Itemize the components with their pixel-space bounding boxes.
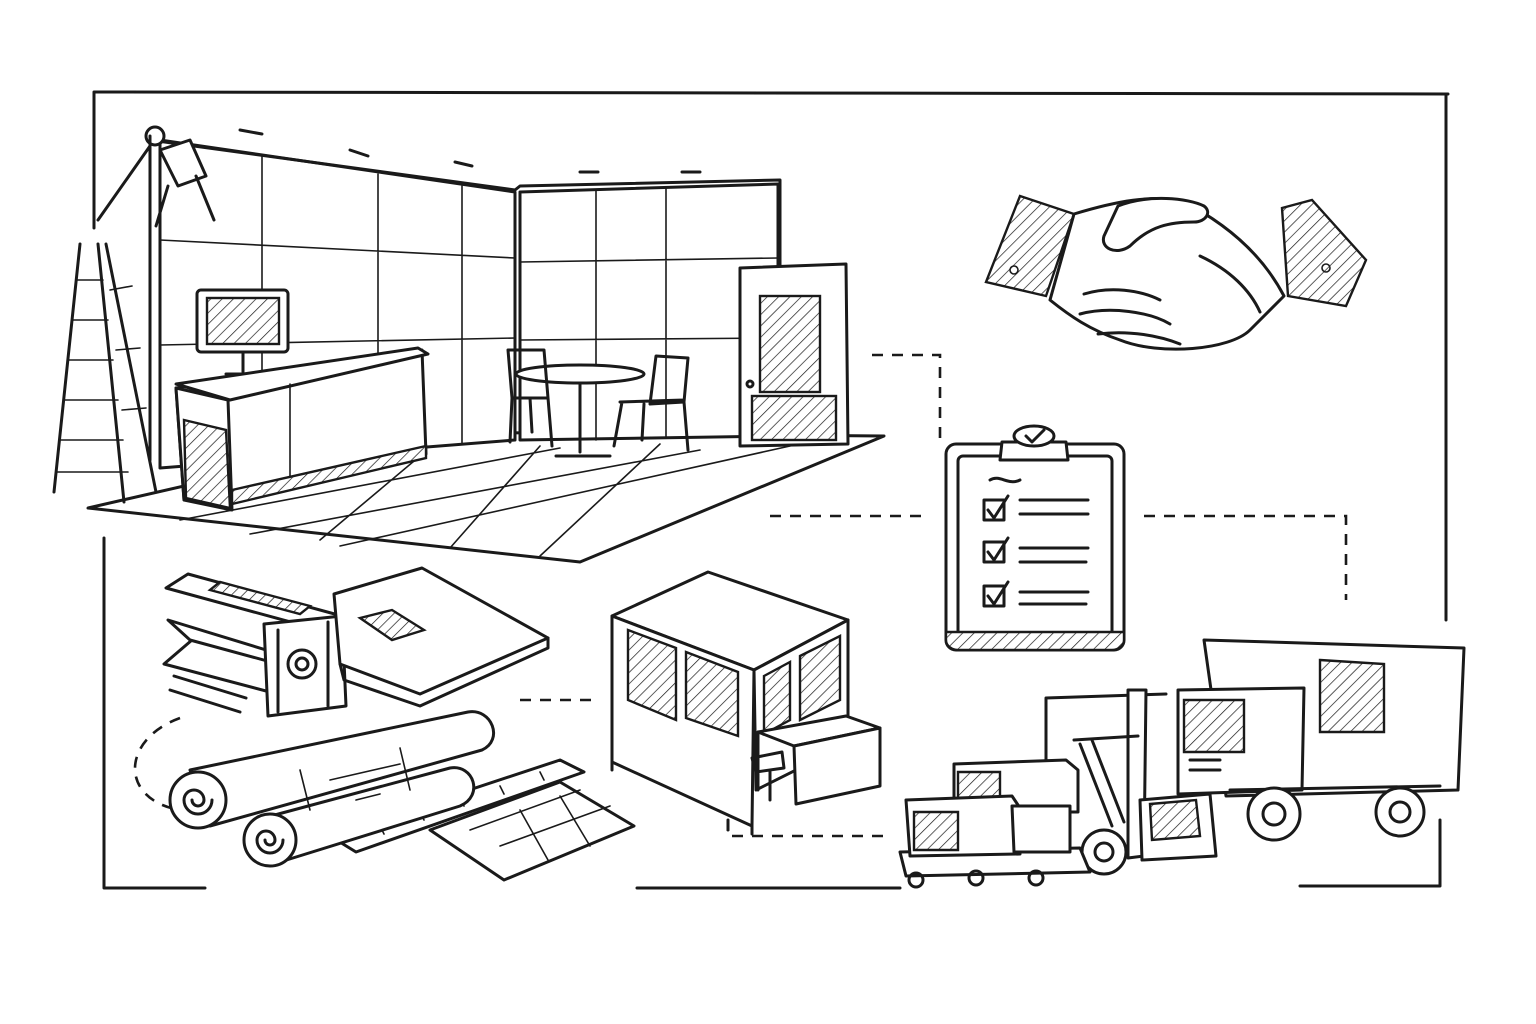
material-rolls-icon bbox=[162, 566, 550, 718]
frame-lines bbox=[92, 90, 1450, 890]
dashed-connectors bbox=[133, 353, 1348, 838]
forklift-truck-icon bbox=[898, 638, 1466, 889]
clipboard-checklist-icon bbox=[944, 424, 1126, 652]
handshake-icon bbox=[984, 194, 1368, 351]
booth-cube-icon bbox=[610, 570, 882, 836]
blueprint-rolls-icon bbox=[168, 710, 636, 882]
exhibition-booth-icon bbox=[52, 125, 886, 564]
